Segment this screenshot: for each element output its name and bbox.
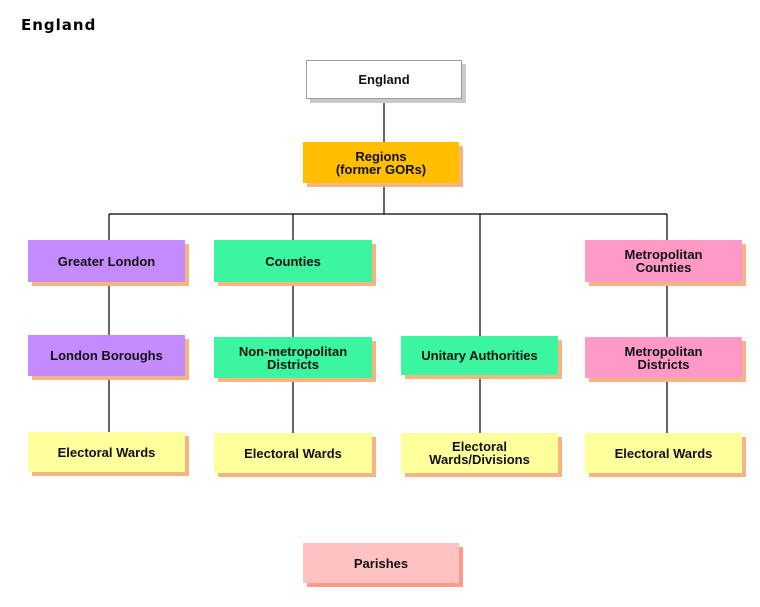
greater-london-node: Greater London — [28, 240, 185, 282]
metropolitan-districts-node: Metropolitan Districts — [585, 337, 742, 378]
electoral-wards-node-1: Electoral Wards — [28, 432, 185, 472]
england-node: England — [306, 60, 462, 99]
electoral-wards-node-4: Electoral Wards — [585, 433, 742, 473]
london-boroughs-node: London Boroughs — [28, 335, 185, 376]
electoral-wards-node-2: Electoral Wards — [214, 433, 372, 473]
regions-node: Regions (former GORs) — [303, 142, 459, 183]
non-metropolitan-districts-node: Non-metropolitan Districts — [214, 337, 372, 378]
counties-node: Counties — [214, 240, 372, 282]
electoral-wards-divisions-node: Electoral Wards/Divisions — [401, 433, 558, 473]
parishes-node: Parishes — [303, 543, 459, 583]
metropolitan-counties-node: Metropolitan Counties — [585, 240, 742, 282]
page-title: England — [21, 16, 97, 34]
unitary-authorities-node: Unitary Authorities — [401, 336, 558, 375]
